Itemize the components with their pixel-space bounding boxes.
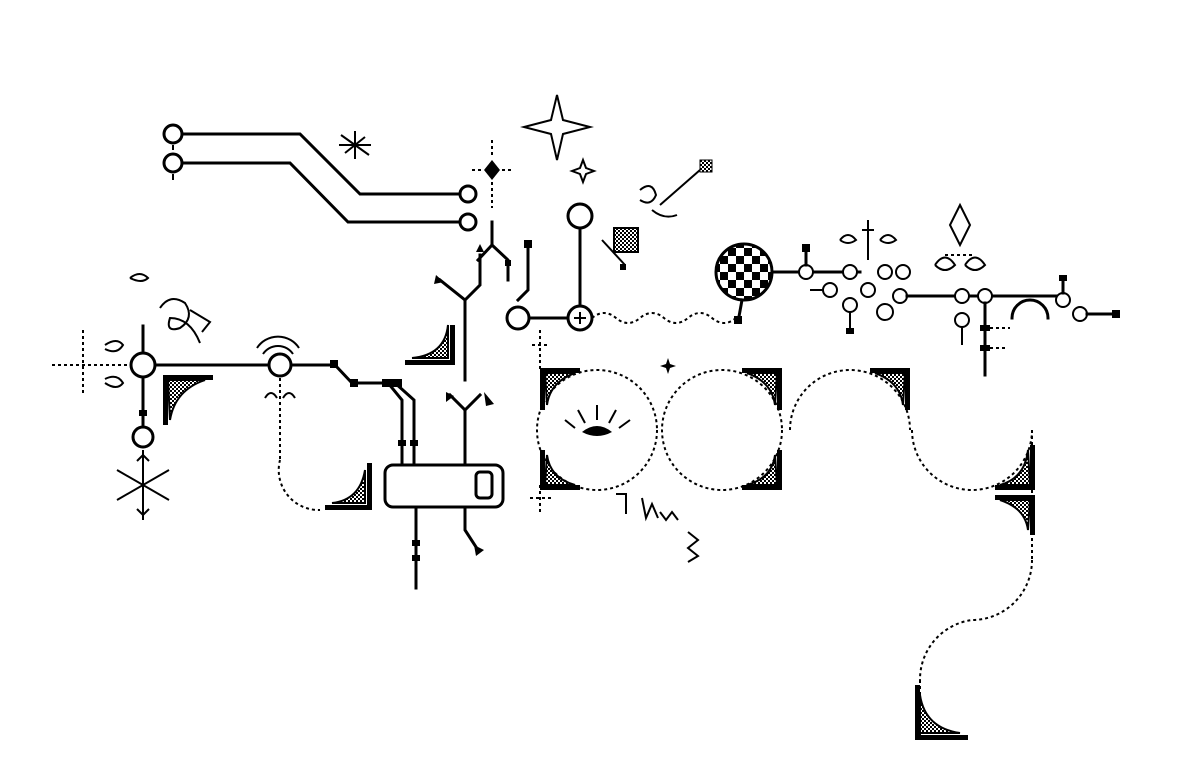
small-spark-icon — [660, 358, 676, 374]
device-box — [383, 463, 505, 590]
device-feed-lines — [290, 360, 418, 467]
corner-ornaments — [163, 324, 455, 510]
snowflake-icon — [116, 450, 170, 520]
eye-icon — [564, 405, 631, 436]
trace-line-2 — [180, 161, 462, 224]
lower-left-arc — [277, 459, 321, 512]
sparkle-icon — [339, 131, 371, 159]
trace-node-top-left-2 — [162, 152, 184, 174]
left-node-stack — [129, 324, 270, 449]
middle-main-line — [505, 202, 737, 332]
dashed-circles-row — [536, 369, 1033, 740]
trace-line-1 — [180, 132, 462, 196]
middle-dashed-links — [530, 330, 552, 515]
wavy-connector — [591, 312, 737, 324]
checkered-balloon-icon — [714, 242, 774, 324]
right-circuit — [770, 244, 1120, 377]
diamond-spark-icon — [472, 140, 514, 208]
branch-tree — [434, 220, 532, 467]
top-node-above-middle — [566, 202, 594, 230]
knot-ornament — [601, 159, 713, 270]
left-lower-node — [131, 425, 155, 449]
small-star-icon — [569, 157, 597, 185]
left-main-node — [129, 351, 157, 379]
wifi-signal-icon — [256, 335, 300, 460]
cross-ornament — [52, 273, 150, 395]
middle-node-1 — [505, 305, 531, 331]
parallel-traces — [162, 123, 478, 232]
trace-node-right-2 — [458, 212, 478, 232]
trace-node-top-left-1 — [162, 123, 184, 145]
wifi-node — [267, 352, 293, 378]
circle-corner-hatches — [540, 368, 1035, 740]
fleur-ornament-tall-icon — [934, 202, 987, 271]
trace-node-right-1 — [458, 184, 478, 204]
scribble-ornament — [159, 298, 212, 344]
star-icon — [520, 94, 594, 161]
fleur-ornament-icon — [839, 220, 898, 260]
zigzag-scribble — [616, 493, 700, 563]
